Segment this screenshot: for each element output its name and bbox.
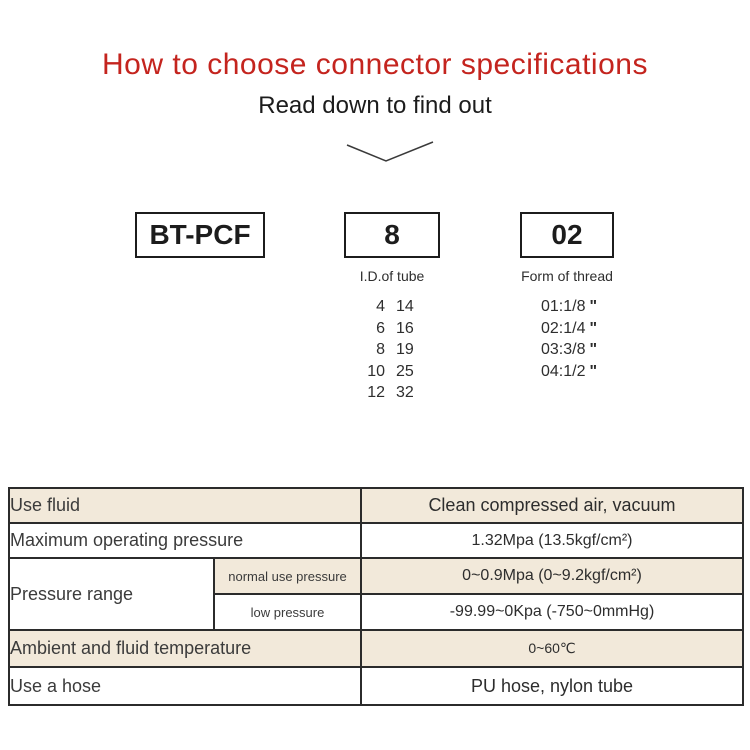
spec-value: 1.32Mpa (13.5kgf/cm²) <box>360 522 744 559</box>
inch-mark: " <box>589 319 598 337</box>
spec-row-max-pressure: Maximum operating pressure 1.32Mpa (13.5… <box>8 522 744 559</box>
thread-option-label: 02:1/4 <box>541 319 586 337</box>
model-code-box: BT-PCF <box>135 212 265 258</box>
thread-option: 01:1/8" <box>541 296 597 318</box>
spec-label: Maximum operating pressure <box>8 522 362 559</box>
spec-value: -99.99~0Kpa (-750~0mmHg) <box>360 593 744 631</box>
tube-id-row: 4 14 <box>355 296 430 318</box>
spec-value: Clean compressed air, vacuum <box>360 487 744 524</box>
tube-od-value: 32 <box>396 384 414 401</box>
inch-mark: " <box>589 298 598 315</box>
spec-label: Ambient and fluid temperature <box>8 629 362 668</box>
thread-option-label: 04:1/2 <box>541 362 586 380</box>
thread-form-list: 01:1/8" 02:1/4" 03:3/8" 04:1/2" <box>541 296 597 382</box>
inch-mark: " <box>589 362 598 380</box>
tube-id-row: 10 25 <box>355 361 430 383</box>
spec-value: PU hose, nylon tube <box>360 666 744 706</box>
thread-code-box: 02 <box>520 212 614 258</box>
spec-row-temperature: Ambient and fluid temperature 0~60℃ <box>8 629 744 668</box>
spec-label: Pressure range <box>8 557 215 631</box>
spec-row-hose: Use a hose PU hose, nylon tube <box>8 666 744 706</box>
thread-option-label: 01:1/8 <box>541 298 586 315</box>
spec-row-low-pressure: low pressure -99.99~0Kpa (-750~0mmHg) <box>9 593 744 631</box>
tube-id-value: 12 <box>367 384 385 401</box>
spec-sub-label: low pressure <box>213 593 362 631</box>
thread-option: 04:1/2" <box>541 361 597 383</box>
spec-sub-label: normal use pressure <box>213 557 362 595</box>
tube-od-value: 16 <box>396 319 414 337</box>
thread-form-heading: Form of thread <box>521 268 613 284</box>
page-title: How to choose connector specifications <box>102 48 648 81</box>
tube-id-row: 12 32 <box>355 382 430 404</box>
tube-id-list: 4 14 6 16 8 19 10 25 12 32 <box>355 296 430 404</box>
tube-id-heading: I.D.of tube <box>359 268 425 284</box>
tube-id-value: 10 <box>367 362 385 380</box>
thread-option: 02:1/4" <box>541 318 597 340</box>
tube-od-value: 14 <box>396 298 414 315</box>
inch-mark: " <box>589 341 598 358</box>
spec-value: 0~60℃ <box>360 629 744 668</box>
spec-label: Use fluid <box>8 487 362 524</box>
tube-id-value: 8 <box>376 341 385 358</box>
tube-id-value: 4 <box>376 298 385 315</box>
tube-id-value: 6 <box>376 319 385 337</box>
tube-od-value: 19 <box>396 341 414 358</box>
tube-od-value: 25 <box>396 362 414 380</box>
chevron-down-icon <box>346 141 434 162</box>
tube-id-row: 6 16 <box>355 318 430 340</box>
spec-table: Use fluid Clean compressed air, vacuum M… <box>8 487 744 706</box>
spec-row-use-fluid: Use fluid Clean compressed air, vacuum <box>8 487 744 524</box>
spec-value: 0~0.9Mpa (0~9.2kgf/cm²) <box>360 557 744 595</box>
page-subtitle: Read down to find out <box>258 92 492 119</box>
spec-label: Use a hose <box>8 666 362 706</box>
thread-option-label: 03:3/8 <box>541 341 586 358</box>
spec-row-normal-pressure: Pressure range normal use pressure 0~0.9… <box>8 557 744 631</box>
tube-id-row: 8 19 <box>355 339 430 361</box>
tube-id-code-box: 8 <box>344 212 440 258</box>
thread-option: 03:3/8" <box>541 339 597 361</box>
